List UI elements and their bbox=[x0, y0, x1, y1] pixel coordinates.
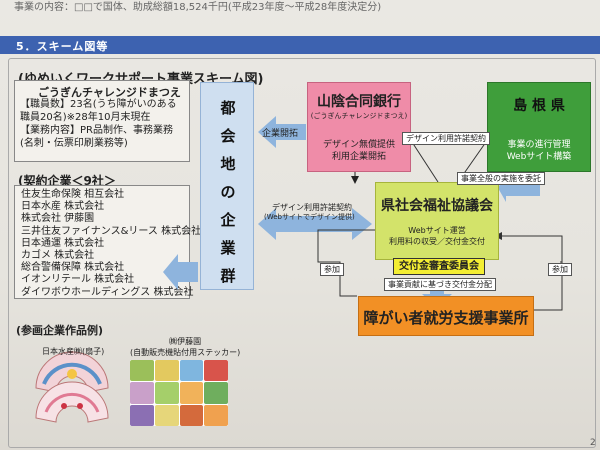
sticker-tile bbox=[154, 360, 179, 382]
council-title: 県社会福祉協議会 bbox=[381, 198, 493, 214]
group-char: 地 bbox=[220, 155, 236, 173]
sticker-desc: (自動販売機貼付用ステッカー) bbox=[130, 348, 241, 357]
sticker-tile bbox=[204, 404, 228, 426]
fan-image-top bbox=[35, 351, 109, 393]
company-item: 住友生命保険 相互会社 bbox=[21, 189, 125, 200]
pref-title: 島 根 県 bbox=[513, 98, 565, 114]
office-name: ごうぎんチャレンジドまつえ bbox=[38, 86, 181, 99]
sticker-tile bbox=[204, 360, 228, 382]
bank-box: 山陰合同銀行 (ごうぎんチャレンジドまつえ) デザイン無償提供 利用企業開拓 bbox=[307, 82, 411, 172]
bank-title: 山陰合同銀行 bbox=[317, 94, 401, 110]
bank-desc: デザイン無償提供 利用企業開拓 bbox=[322, 140, 395, 162]
office-title: 障がい者就労支援事業所 bbox=[363, 309, 529, 327]
section-header: 5．スキーム図等 bbox=[0, 36, 600, 54]
label-participate-right: 参加 bbox=[548, 263, 572, 276]
group-char: 業 bbox=[220, 239, 236, 257]
group-char: 企 bbox=[220, 211, 236, 229]
sticker-tile bbox=[204, 382, 228, 404]
sticker-tile bbox=[154, 382, 179, 404]
office-box: 障がい者就労支援事業所 bbox=[358, 296, 534, 336]
label-design-contract2-sub: (Webサイトでデザイン提供) bbox=[264, 213, 355, 221]
contract-title: (契約企業＜9社＞ bbox=[18, 174, 116, 188]
sticker-tile bbox=[179, 360, 204, 382]
label-participate-left: 参加 bbox=[320, 263, 344, 276]
scheme-frame bbox=[8, 58, 596, 448]
sticker-tile bbox=[154, 404, 179, 426]
works-title: (参画企業作品例) bbox=[16, 324, 104, 337]
company-item: 日本通運 株式会社 bbox=[21, 237, 105, 249]
office-info-box bbox=[14, 80, 190, 162]
bank-subtitle: (ごうぎんチャレンジドまつえ) bbox=[310, 112, 408, 120]
company-list: 住友生命保険 相互会社 日本水産 株式会社 株式会社 伊藤園 三井住友ファイナン… bbox=[14, 185, 202, 299]
sticker-company: ㈱伊藤園 bbox=[169, 337, 202, 346]
office-details: 【職員数】23名(うち障がいのある職員20名)※28年10月末現在 【業務内容】… bbox=[20, 99, 177, 149]
sticker-caption: ㈱伊藤園 (自動販売機貼付用ステッカー) bbox=[130, 336, 240, 358]
label-design-contract2: デザイン利用許諾契約 bbox=[272, 203, 352, 212]
pref-desc: 事業の進行管理 Webサイト構築 bbox=[506, 140, 572, 162]
council-desc: Webサイト運営 利用料の収受／交付金交付 bbox=[389, 226, 485, 246]
label-grant: 事業貢献に基づき交付金分配 bbox=[384, 278, 496, 291]
company-item: イオンリテール 株式会社 bbox=[21, 274, 135, 286]
company-item: カゴメ 株式会社 bbox=[21, 250, 95, 262]
arrow-bank-to-group bbox=[258, 116, 306, 148]
group-char: 群 bbox=[220, 267, 236, 285]
group-char: 都 bbox=[220, 99, 236, 117]
sticker-tile bbox=[130, 404, 154, 426]
page-number: 2 bbox=[590, 438, 596, 448]
label-entrust: 事業全般の実施を委託 bbox=[457, 172, 545, 185]
top-text: 事業の内容：□□で国体、助成総額18,524千円(平成23年度～平成28年度決定… bbox=[14, 2, 382, 12]
council-box: 県社会福祉協議会 Webサイト運営 利用料の収受／交付金交付 bbox=[375, 182, 499, 260]
fan-caption: 日本水産㈱(扇子) bbox=[42, 347, 105, 356]
label-enterprise: 企業開拓 bbox=[262, 129, 299, 139]
company-item: ダイワボウホールディングス 株式会社 bbox=[21, 286, 194, 298]
pref-box: 島 根 県 事業の進行管理 Webサイト構築 bbox=[487, 82, 591, 172]
company-item: 総合警備保障 株式会社 bbox=[21, 262, 125, 274]
sticker-tile bbox=[179, 404, 204, 426]
arrow-group-council bbox=[258, 208, 372, 240]
arrow-pref-to-council bbox=[498, 172, 540, 202]
sticker-tile bbox=[179, 382, 204, 404]
sticker-tile bbox=[130, 360, 154, 382]
committee-box: 交付金審査委員会 bbox=[393, 258, 485, 275]
label-design-contract: デザイン利用許諾契約 bbox=[402, 132, 490, 145]
companies-group-box: 都 会 地 の 企 業 群 bbox=[200, 82, 254, 290]
sticker-tile bbox=[130, 382, 154, 404]
company-item: 三井住友ファイナンス&リース 株式会社 bbox=[21, 225, 202, 237]
company-item: 日本水産 株式会社 bbox=[21, 201, 105, 213]
fan-image-bottom bbox=[35, 381, 109, 423]
sticker-image bbox=[130, 360, 228, 426]
group-char: 会 bbox=[220, 127, 236, 145]
group-char: の bbox=[220, 183, 236, 201]
arrow-group-to-companies bbox=[163, 254, 198, 290]
company-item: 株式会社 伊藤園 bbox=[21, 213, 95, 225]
